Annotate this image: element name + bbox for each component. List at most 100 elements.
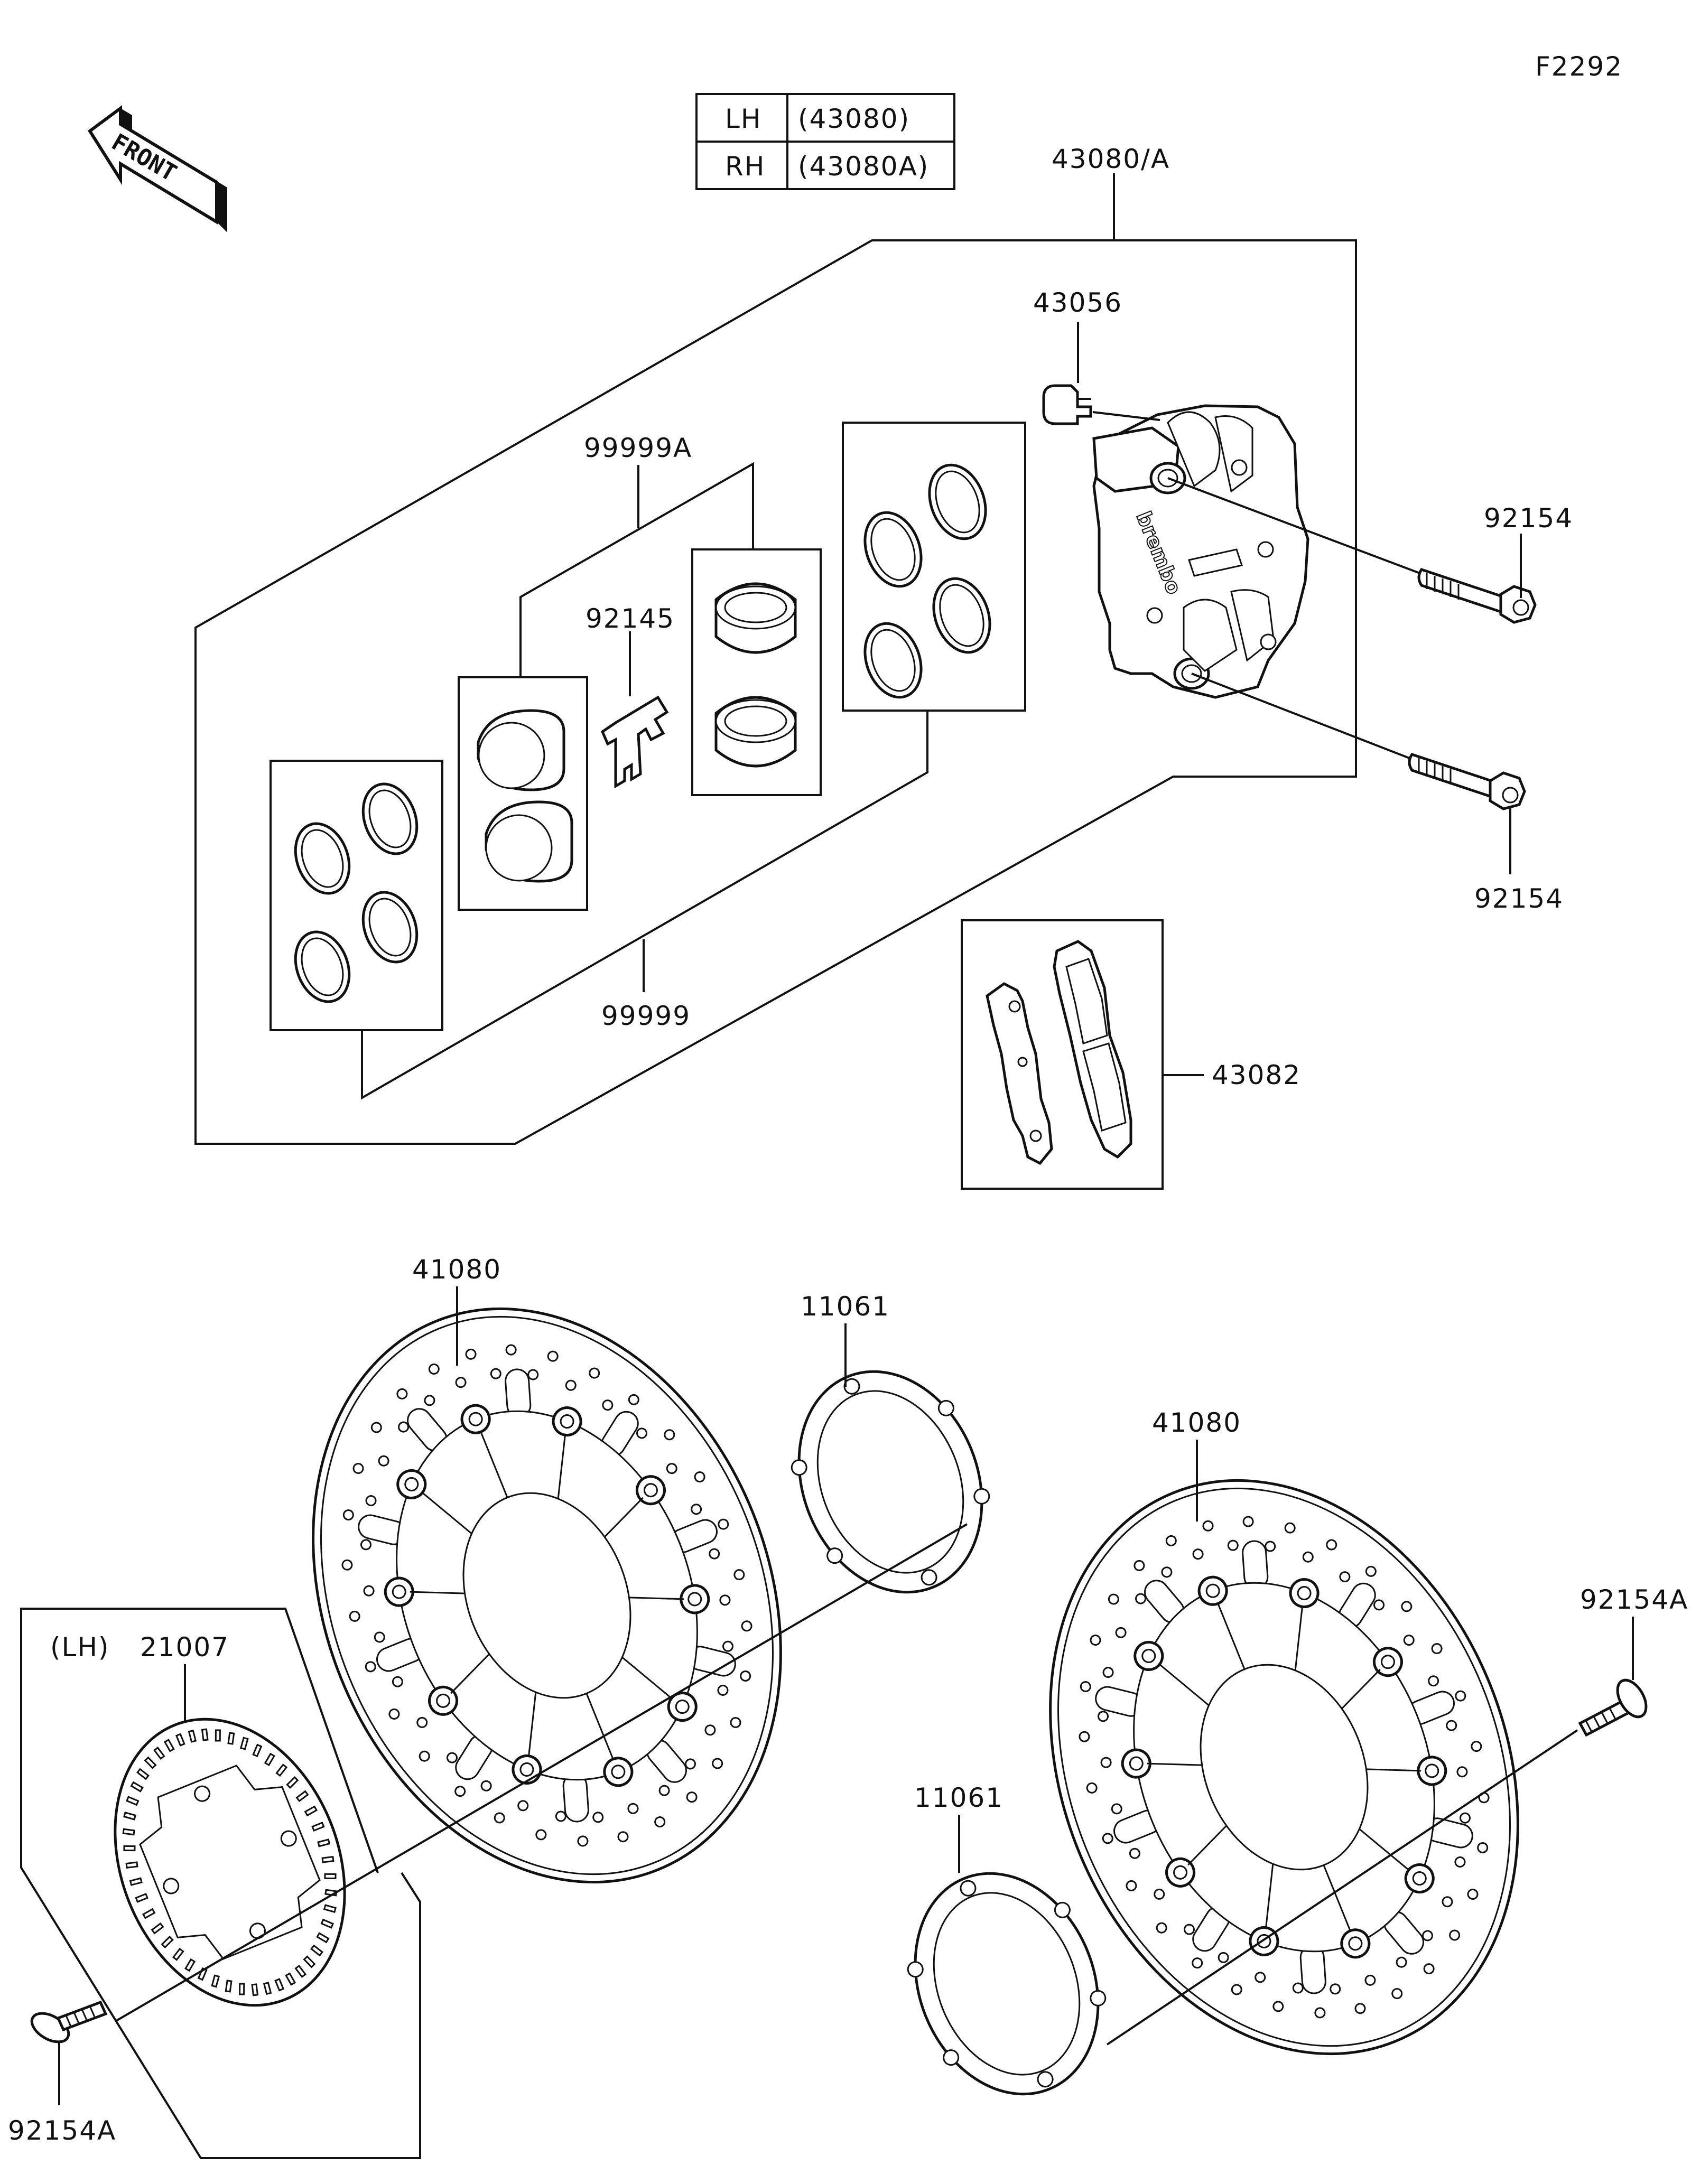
disc-drill-hole (740, 1670, 751, 1682)
disc-drill-hole (428, 1363, 440, 1375)
disc-spoke (450, 1653, 490, 1694)
disc-drill-hole (1079, 1731, 1090, 1742)
disc-drill-hole (577, 1835, 589, 1847)
disc-drill-hole (589, 1367, 600, 1379)
abs-sensor-rotor (114, 1718, 346, 2007)
sensor-rotor-tooth (251, 1983, 259, 1996)
sensor-rotor-tooth (123, 1812, 137, 1821)
disc-drill-hole (1102, 1833, 1113, 1844)
disc-drill-hole (365, 1495, 377, 1507)
disc-drill-hole (741, 1620, 752, 1632)
brake-pad-set (961, 919, 1164, 1190)
disc-spoke (1366, 1768, 1421, 1772)
disc-drill-hole (352, 1463, 364, 1474)
disc-drill-hole (1111, 1803, 1122, 1815)
sensor-rotor-tooth (215, 1729, 221, 1742)
disc-drill-hole (1102, 1667, 1114, 1678)
label-pad-spring: 92145 (586, 603, 675, 634)
disc-drill-hole (1330, 1983, 1341, 1995)
disc-drill-hole (1326, 1539, 1337, 1551)
sensor-rotor-tooth (135, 1893, 148, 1903)
disc-drill-hole (374, 1631, 385, 1643)
disc-slot (1242, 1540, 1269, 1590)
disc-drill-hole (1302, 1551, 1314, 1563)
sensor-rotor-tooth (323, 1904, 337, 1913)
brake-disc-right (1049, 1479, 1519, 2056)
disc-spoke (557, 1433, 566, 1499)
disc-drill-hole (1365, 1565, 1377, 1577)
disc-drill-hole (1449, 1929, 1461, 1941)
label-sensor-rotor: 21007 (140, 1632, 229, 1663)
disc-drill-hole (490, 1368, 501, 1379)
caliper-assembly-boundary (194, 173, 1357, 1145)
disc-spoke (621, 1656, 673, 1700)
disc-drill-hole (617, 1831, 629, 1843)
disc-drill-hole (378, 1455, 389, 1467)
disc-drill-hole (388, 1708, 400, 1720)
disc-drill-hole (1354, 2003, 1366, 2014)
sensor-rotor-tooth (123, 1845, 136, 1852)
disc-float-button-hole (687, 1592, 702, 1607)
front-arrow-icon: FRONT (87, 105, 227, 232)
sensor-rotor-tooth (144, 1756, 157, 1769)
disc-drill-hole (666, 1463, 677, 1474)
disc-drill-hole (1446, 1720, 1457, 1731)
disc-drill-hole (1456, 1766, 1468, 1778)
disc-float-button-hole (611, 1765, 626, 1779)
sensor-rotor-tooth (239, 1737, 249, 1750)
shim-left (791, 1370, 990, 1594)
sensor-rotor-tooth (130, 1781, 144, 1793)
disc-drill-hole (1255, 1972, 1266, 1983)
disc-drill-hole (730, 1716, 741, 1728)
sensor-rotor-tooth (172, 1947, 184, 1961)
disc-bolt-right (1578, 1678, 1648, 1737)
disc-drill-hole (1364, 1974, 1376, 1986)
disc-spoke (629, 1597, 684, 1600)
sensor-rotor-tooth (225, 1980, 233, 1993)
label-shim-left: 11061 (801, 1291, 890, 1322)
disc-drill-hole (370, 1422, 382, 1433)
disc-spoke (1217, 1602, 1246, 1670)
disc-spoke (1294, 1605, 1304, 1671)
disc-drill-hole (1080, 1681, 1091, 1693)
label-piston-kit: 99999A (584, 433, 692, 463)
disc-drill-hole (494, 1812, 505, 1824)
sensor-rotor-tooth (129, 1877, 143, 1886)
disc-drill-hole (636, 1427, 648, 1439)
disc-drill-hole (1154, 1888, 1165, 1900)
disc-float-button-hole (1425, 1763, 1439, 1778)
leader-seal-kit (361, 711, 928, 1100)
label-caliper-bolt-upper: 92154 (1484, 503, 1573, 534)
sensor-rotor-tooth (263, 1982, 272, 1995)
caliper-bolt-lower (1408, 753, 1526, 810)
disc-drill-hole (1126, 1880, 1137, 1891)
disc-spoke (1323, 1864, 1351, 1932)
disc-drill-hole (1477, 1842, 1489, 1853)
disc-spoke (480, 1431, 508, 1498)
disc-drill-hole (365, 1661, 376, 1673)
disc-float-button-hole (1205, 1583, 1220, 1598)
piston-upper (477, 709, 565, 791)
disc-drill-hole (602, 1399, 614, 1411)
sensor-rotor-tooth (163, 1739, 175, 1752)
disc-float-button-hole (1297, 1586, 1312, 1601)
variant-rh-part: (43080A) (798, 151, 929, 182)
disc-drill-hole (654, 1816, 666, 1828)
disc-drill-hole (480, 1780, 492, 1791)
disc-drill-hole (1373, 1599, 1385, 1611)
variant-lh-part: (43080) (798, 104, 910, 134)
disc-drill-hole (396, 1388, 408, 1399)
label-disc-bolt-right: 92154A (1580, 1584, 1688, 1615)
disc-drill-hole (1086, 1782, 1098, 1794)
sensor-rotor-tooth (294, 1964, 306, 1978)
disc-drill-hole (1442, 1896, 1453, 1908)
disc-drill-hole (1242, 1516, 1254, 1527)
sensor-rotor-tooth (175, 1733, 185, 1747)
disc-spoke (604, 1497, 644, 1538)
disc-drill-hole (1467, 1888, 1479, 1900)
disc-drill-hole (1192, 1548, 1204, 1560)
disc-drill-hole (1396, 1956, 1407, 1968)
sensor-rotor-tooth (153, 1747, 165, 1760)
sensor-rotor-tooth (324, 1873, 337, 1880)
